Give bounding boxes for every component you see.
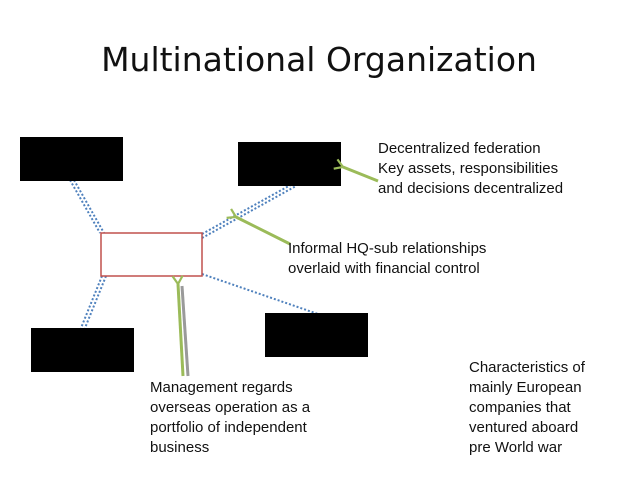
callout-decentralized-federation: Decentralized federation Key assets, res… (378, 139, 563, 199)
connector-top-right (201, 181, 297, 239)
callout-line: Key assets, responsibilities (378, 160, 559, 177)
subsidiary-box-top-left (20, 137, 123, 181)
connector-top-left (69, 179, 105, 234)
subsidiary-box-top-right (238, 142, 341, 186)
arrow-decentralized (333, 158, 379, 183)
callout-characteristics: Characteristics of mainly European compa… (469, 358, 585, 458)
callout-line: ventured aboard (469, 419, 579, 436)
hq-box (100, 232, 203, 277)
callout-line: companies that (469, 399, 571, 416)
connector-bottom-left (80, 275, 107, 329)
arrow-informal (226, 208, 291, 246)
callout-line: overseas operation as a (150, 399, 311, 416)
callout-line: portfolio of independent (150, 419, 307, 436)
callout-line: Characteristics of (469, 359, 585, 376)
callout-line: overlaid with financial control (288, 260, 480, 277)
slide-title: Multinational Organization (101, 40, 537, 79)
callout-line: pre World war (469, 439, 563, 456)
subsidiary-box-bottom-left (31, 328, 134, 372)
callout-line: mainly European (469, 379, 582, 396)
connector-bottom-right (201, 273, 319, 315)
callout-line: Informal HQ-sub relationships (288, 240, 487, 257)
subsidiary-box-bottom-right (265, 313, 368, 357)
arrow-management (171, 275, 190, 377)
callout-line: Decentralized federation (378, 140, 541, 157)
callout-line: Management regards (150, 379, 293, 396)
callout-line: business (150, 439, 210, 456)
callout-line: and decisions decentralized (378, 180, 564, 197)
callout-informal-relationships: Informal HQ-sub relationships overlaid w… (288, 239, 486, 279)
callout-management-portfolio: Management regards overseas operation as… (150, 378, 310, 458)
